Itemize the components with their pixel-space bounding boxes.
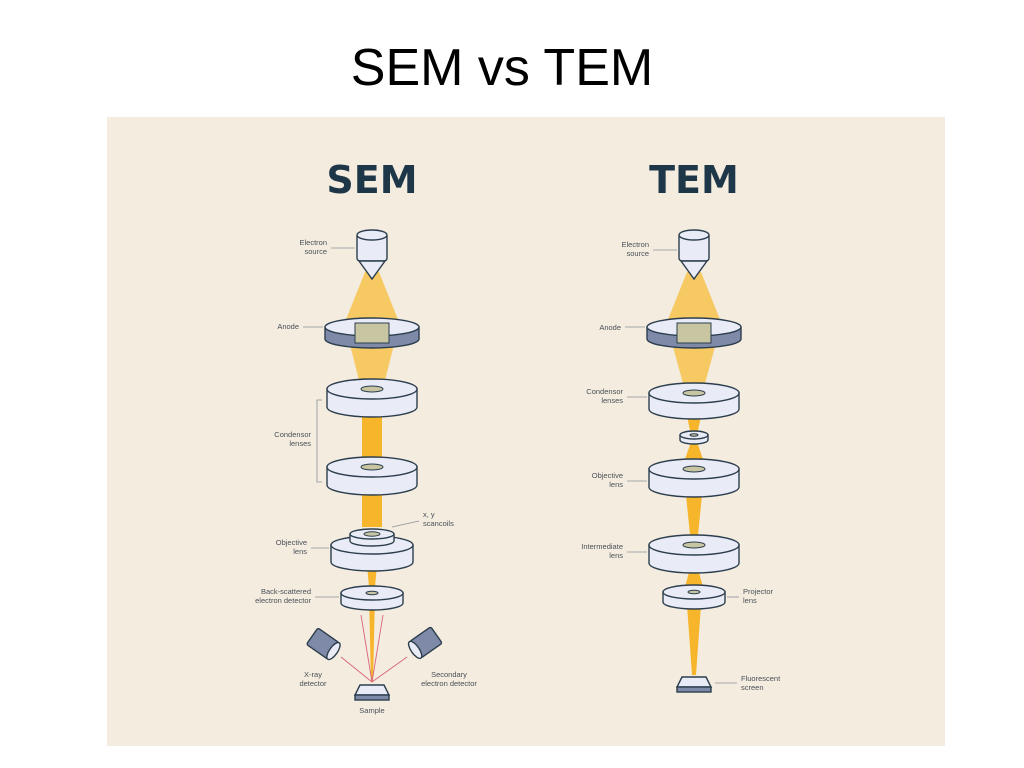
tem-anode	[646, 317, 742, 349]
sem-objective-lens	[330, 528, 414, 572]
tem-label-electron-source: Electron	[621, 240, 649, 249]
tem-condenser-lens-small	[679, 430, 709, 445]
tem-label-objective-2: lens	[609, 480, 623, 489]
tem-label-intermediate-2: lens	[609, 551, 623, 560]
tem-projector-lens	[662, 584, 726, 610]
tem-label-screen-2: screen	[741, 683, 764, 692]
sem-heading: SEM	[326, 158, 417, 202]
sem-label-anode: Anode	[277, 322, 299, 331]
tem-intermediate-lens	[648, 534, 740, 574]
tem-label-objective: Objective	[592, 471, 623, 480]
sem-label-objective-2: lens	[293, 547, 307, 556]
tem-column: TEM Electron source Anode	[581, 158, 781, 693]
sem-label-sample: Sample	[359, 706, 384, 715]
sem-tem-diagram: SEM Electron source Anode	[255, 158, 781, 715]
sem-electron-source	[356, 229, 388, 281]
tem-electron-source	[678, 229, 710, 281]
sem-label-scancoils-2: scancoils	[423, 519, 454, 528]
sem-label-xray: X-ray	[304, 670, 322, 679]
sem-condenser-lens-2	[326, 456, 418, 496]
tem-fluorescent-screen	[675, 676, 713, 693]
tem-label-screen: Fluorescent	[741, 674, 781, 683]
sem-secondary-detector	[407, 626, 443, 660]
sem-label-objective: Objective	[276, 538, 307, 547]
slide-title: SEM vs TEM	[350, 39, 654, 97]
sem-backscatter-detector	[340, 585, 404, 611]
sem-signal-rays	[340, 614, 408, 683]
sem-label-electron-source: Electron	[299, 238, 327, 247]
tem-label-condenser-2: lenses	[601, 396, 623, 405]
tem-label-condenser: Condensor	[586, 387, 623, 396]
tem-label-anode: Anode	[599, 323, 621, 332]
sem-label-bse-2: electron detector	[255, 596, 311, 605]
sem-label-bse: Back-scattered	[261, 587, 311, 596]
tem-label-projector: Projector	[743, 587, 774, 596]
sem-label-xray-2: detector	[299, 679, 327, 688]
sem-label-condenser: Condensor	[274, 430, 311, 439]
sem-label-secondary-2: electron detector	[421, 679, 477, 688]
sem-sample	[353, 684, 391, 701]
tem-label-projector-2: lens	[743, 596, 757, 605]
tem-condenser-lens	[648, 382, 740, 420]
sem-anode	[324, 317, 420, 349]
sem-label-scancoils: x, y	[423, 510, 435, 519]
tem-label-intermediate: Intermediate	[581, 542, 623, 551]
sem-label-electron-source-2: source	[304, 247, 327, 256]
sem-condenser-lens-1	[326, 378, 418, 418]
tem-heading: TEM	[649, 158, 739, 202]
sem-xray-detector	[306, 628, 341, 661]
tem-label-electron-source-2: source	[626, 249, 649, 258]
sem-column: SEM Electron source Anode	[255, 158, 477, 715]
tem-objective-lens	[648, 458, 740, 498]
sem-label-secondary: Secondary	[431, 670, 467, 679]
diagram-panel: SEM Electron source Anode	[107, 117, 945, 746]
sem-label-condenser-2: lenses	[289, 439, 311, 448]
